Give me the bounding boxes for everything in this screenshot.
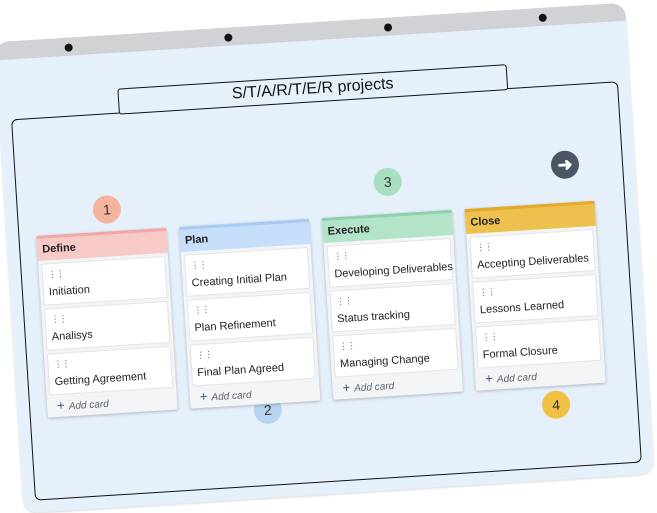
drag-handle-icon[interactable]: ⋮⋮ — [335, 295, 353, 307]
pin-icon — [383, 23, 393, 32]
card[interactable]: ⋮⋮ Analisys — [44, 300, 171, 351]
card[interactable]: ⋮⋮Managing Change — [332, 327, 459, 378]
card-label: Plan Refinement — [194, 317, 277, 335]
add-card-label: Add card — [211, 389, 252, 404]
list-plan: Plan ⋮⋮Creating Initial Plan ⋮⋮Plan Refi… — [179, 218, 321, 409]
card[interactable]: ⋮⋮Lessons Learned — [472, 273, 599, 324]
list-define: Define ⋮⋮Initiation ⋮⋮Analisys ⋮⋮Getting… — [36, 227, 178, 418]
card[interactable]: ⋮⋮Developing Deliverables — [326, 238, 454, 288]
add-card-label: Add card — [353, 380, 395, 395]
card-label: Formal Closure — [482, 344, 559, 362]
plus-icon: + — [484, 370, 494, 387]
add-card-label: Add card — [496, 371, 538, 386]
plus-icon: + — [342, 379, 351, 396]
add-card-label: Add card — [68, 398, 110, 413]
drag-handle-icon[interactable]: ⋮⋮ — [338, 340, 356, 352]
drag-handle-icon[interactable]: ⋮⋮ — [53, 358, 70, 370]
drag-handle-icon[interactable]: ⋮⋮ — [475, 241, 493, 253]
plus-icon: + — [56, 397, 66, 414]
card-label: Analisys — [51, 328, 94, 344]
card[interactable]: ⋮⋮Accepting Deliverables — [469, 229, 596, 279]
card[interactable]: ⋮⋮Creating Initial Plan — [183, 247, 311, 297]
drag-handle-icon[interactable]: ⋮⋮ — [190, 259, 207, 271]
drag-handle-icon[interactable]: ⋮⋮ — [478, 286, 496, 298]
drag-handle-icon[interactable]: ⋮⋮ — [195, 349, 213, 361]
card-label: Managing Change — [339, 352, 431, 371]
card[interactable]: ⋮⋮Plan Refinement — [186, 291, 314, 342]
card-label: Creating Initial Plan — [191, 271, 288, 290]
card[interactable]: ⋮⋮Getting Agreement — [46, 345, 174, 396]
plus-icon: + — [199, 388, 208, 405]
card[interactable]: ⋮⋮Formal Closure — [474, 318, 602, 369]
pin-icon — [538, 13, 547, 23]
drag-handle-icon[interactable]: ⋮⋮ — [50, 313, 67, 325]
drag-handle-icon[interactable]: ⋮⋮ — [332, 250, 350, 262]
card[interactable]: ⋮⋮ Initiation — [41, 255, 168, 306]
card-label: Developing Deliverables — [334, 260, 454, 281]
list-close: Close ⋮⋮Accepting Deliverables ⋮⋮Lessons… — [464, 200, 606, 391]
drag-handle-icon[interactable]: ⋮⋮ — [47, 268, 65, 280]
card-label: Lessons Learned — [479, 299, 565, 317]
drag-handle-icon[interactable]: ⋮⋮ — [481, 331, 498, 343]
card[interactable]: ⋮⋮Final Plan Agreed — [189, 336, 316, 387]
card-label: Final Plan Agreed — [196, 361, 285, 380]
card-label: Getting Agreement — [54, 370, 147, 389]
card-label: Initiation — [48, 283, 91, 299]
pin-icon — [64, 43, 73, 52]
card-label: Accepting Deliverables — [476, 252, 590, 272]
card-label: Status tracking — [336, 308, 411, 326]
pin-icon — [224, 33, 233, 42]
list-execute: Execute ⋮⋮Developing Deliverables ⋮⋮Stat… — [321, 209, 464, 400]
board-canvas: S/T/A/R/T/E/R projects 1 2 3 4 ➜ Define … — [0, 20, 655, 513]
drag-handle-icon[interactable]: ⋮⋮ — [193, 304, 210, 316]
card[interactable]: ⋮⋮Status tracking — [329, 282, 456, 333]
